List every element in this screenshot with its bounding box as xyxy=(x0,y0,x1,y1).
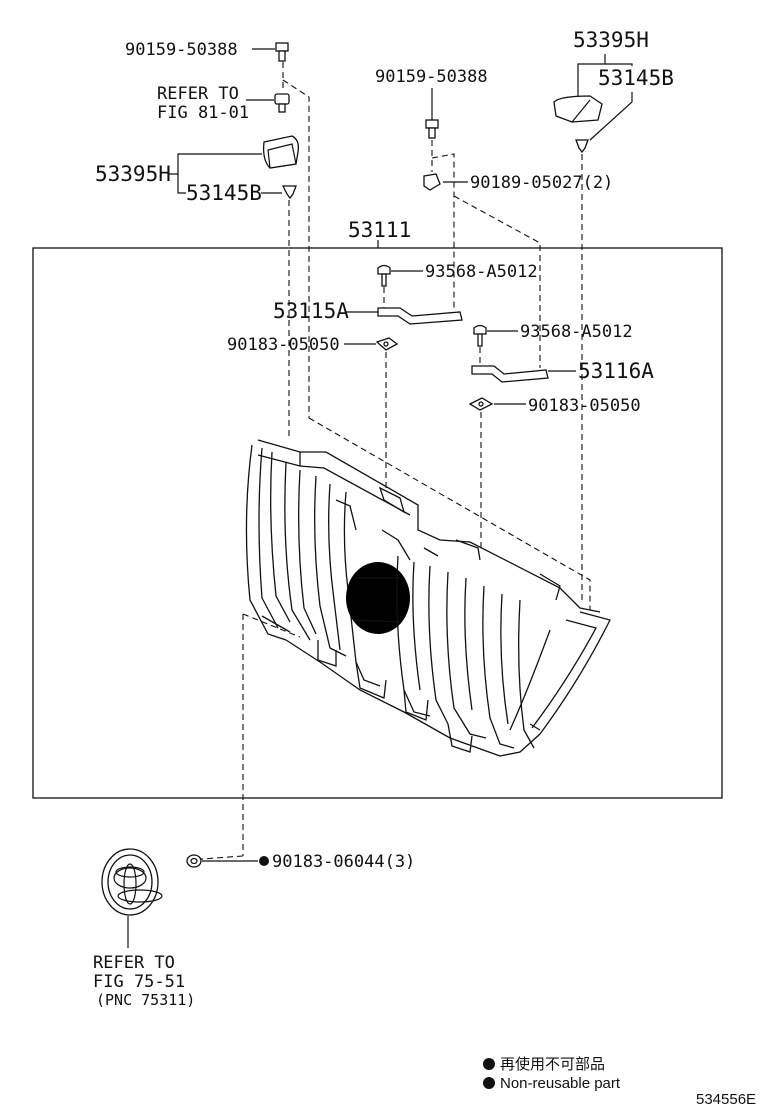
refer-fig75-line3[interactable]: (PNC 75311) xyxy=(96,991,195,1009)
clip-icon xyxy=(575,139,589,154)
clip-icon xyxy=(274,93,290,113)
bracket-left-group: 53395H 53145B xyxy=(95,135,300,440)
callout-bracket-53115a[interactable]: 53115A xyxy=(273,299,349,323)
bracket-53115a-icon xyxy=(377,307,463,325)
bolt-center-group: 90159-50388 90189-05027(2) xyxy=(375,67,613,368)
callout-bolt-left[interactable]: 90159-50388 xyxy=(125,40,238,60)
callout-clip-left[interactable]: 90183-05050 xyxy=(227,335,340,355)
non-reusable-dot-icon xyxy=(483,1077,495,1089)
nut-icon xyxy=(423,173,441,191)
clip-icon xyxy=(281,185,297,200)
callout-screw-right[interactable]: 93568-A5012 xyxy=(520,322,633,342)
bolt-icon xyxy=(473,324,487,347)
emblem-icon xyxy=(101,848,163,916)
legend-english: Non-reusable part xyxy=(500,1075,621,1092)
grille-assembly-illustration xyxy=(245,439,611,757)
callout-bolt-center[interactable]: 90159-50388 xyxy=(375,67,488,87)
non-reusable-dot-icon xyxy=(259,856,269,866)
screw-right-group: 93568-A5012 53116A 90183-05050 xyxy=(468,322,654,548)
bolt-icon xyxy=(377,264,391,287)
bracket-icon xyxy=(553,95,603,123)
refer-fig81-line2[interactable]: FIG 81-01 xyxy=(157,103,249,123)
refer-fig75-line2[interactable]: FIG 75-51 xyxy=(93,972,185,992)
emblem-group: REFER TO FIG 75-51 (PNC 75311) xyxy=(93,848,195,1009)
bolt-icon xyxy=(425,119,439,139)
callout-clip-right[interactable]: 90183-05050 xyxy=(528,396,641,416)
clip-emblem-group: 90183-06044(3) xyxy=(186,852,415,872)
refer-fig81-line1[interactable]: REFER TO xyxy=(157,84,239,104)
clip-icon xyxy=(468,397,494,411)
callout-grille[interactable]: 53111 xyxy=(348,218,411,242)
callout-bracket-right-sub[interactable]: 53145B xyxy=(598,66,674,90)
bracket-right-group: 53395H 53145B xyxy=(553,28,674,600)
figure-id: 534556E xyxy=(696,1091,756,1108)
callout-bracket-right-main[interactable]: 53395H xyxy=(573,28,649,52)
callout-clip-emblem[interactable]: 90183-06044(3) xyxy=(272,852,415,872)
clip-icon xyxy=(375,337,399,351)
callout-bracket-left-main[interactable]: 53395H xyxy=(95,162,171,186)
callout-bracket-left-sub[interactable]: 53145B xyxy=(186,181,262,205)
bracket-53116a-icon xyxy=(471,365,549,383)
bolt-left-group: 90159-50388 xyxy=(125,40,289,92)
refer-fig81: REFER TO FIG 81-01 xyxy=(157,84,290,123)
legend: 再使用不可部品 Non-reusable part xyxy=(483,1056,621,1092)
callout-nut-top[interactable]: 90189-05027(2) xyxy=(470,173,613,193)
clip-icon xyxy=(186,854,202,868)
callout-bracket-53116a[interactable]: 53116A xyxy=(578,359,654,383)
non-reusable-dot-icon xyxy=(483,1058,495,1070)
screw-left-group: 93568-A5012 53115A 90183-05050 xyxy=(227,262,538,488)
bracket-icon xyxy=(262,135,300,169)
callout-screw-left[interactable]: 93568-A5012 xyxy=(425,262,538,282)
legend-japanese: 再使用不可部品 xyxy=(500,1056,605,1073)
bolt-icon xyxy=(275,42,289,62)
refer-fig75-line1[interactable]: REFER TO xyxy=(93,953,175,973)
